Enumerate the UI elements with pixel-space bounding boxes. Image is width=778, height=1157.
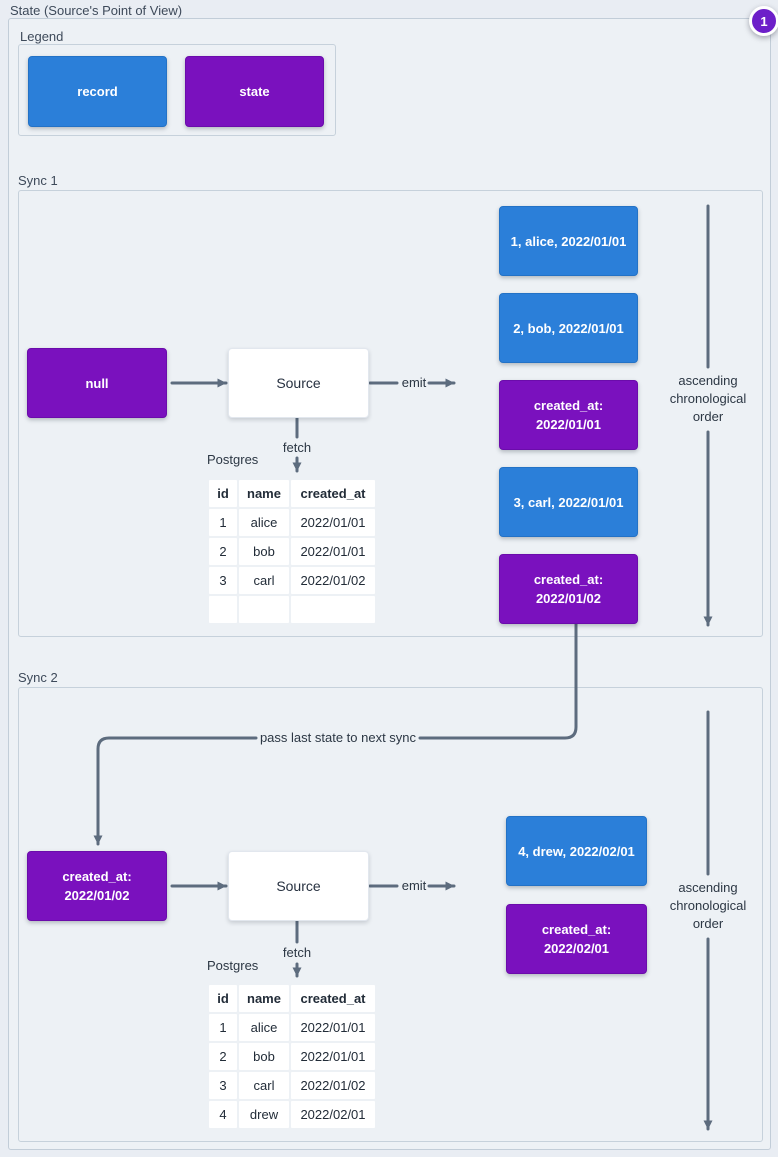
sync2-fetch-label: fetch <box>282 945 312 960</box>
table-cell: bob <box>239 1043 289 1070</box>
table-cell: 2022/01/01 <box>291 538 375 565</box>
table-cell <box>239 596 289 623</box>
sync2-emit-label: emit <box>401 878 427 893</box>
table-cell: 4 <box>209 1101 237 1128</box>
table-cell: drew <box>239 1101 289 1128</box>
legend-state-label: state <box>239 84 270 99</box>
sync2-db-label: Postgres <box>207 958 259 973</box>
sync1-source-box: Source <box>228 348 369 418</box>
legend-state-swatch: state <box>185 56 324 127</box>
sync1-label: Sync 1 <box>18 173 58 188</box>
table-header-cell: created_at <box>291 985 375 1012</box>
record-box: 3, carl, 2022/01/01 <box>499 467 638 537</box>
legend-record-label: record <box>77 84 118 99</box>
table-cell: 3 <box>209 1072 237 1099</box>
state-box-label: created_at: 2022/01/01 <box>533 398 604 432</box>
state-box-label: created_at: 2022/01/02 <box>533 572 604 606</box>
table-cell: 2 <box>209 1043 237 1070</box>
sync1-db-label: Postgres <box>207 452 259 467</box>
table-header-cell: id <box>209 985 237 1012</box>
legend-label: Legend <box>20 29 64 44</box>
sync1-fetch-label: fetch <box>282 440 312 455</box>
legend-box <box>18 44 336 136</box>
table-cell: 1 <box>209 1014 237 1041</box>
table-cell: 3 <box>209 567 237 594</box>
sync1-order-note: ascending chronological order <box>669 373 747 424</box>
table-cell: 2 <box>209 538 237 565</box>
table-header-cell: created_at <box>291 480 375 507</box>
record-box: 1, alice, 2022/01/01 <box>499 206 638 276</box>
sync2-source-label: Source <box>276 878 321 894</box>
state-box: created_at: 2022/01/02 <box>499 554 638 624</box>
record-box: 4, drew, 2022/02/01 <box>506 816 647 886</box>
table-cell: 2022/01/02 <box>291 1072 375 1099</box>
sync2-input-state-label: created_at: 2022/01/02 <box>62 869 132 903</box>
sync1-input-state-box: null <box>27 348 167 418</box>
table-header-cell: name <box>239 985 289 1012</box>
sync1-input-state-label: null <box>85 375 109 391</box>
state-box: created_at: 2022/01/01 <box>499 380 638 450</box>
table-cell: alice <box>239 509 289 536</box>
table-cell: 2022/01/01 <box>291 509 375 536</box>
table-header-cell: id <box>209 480 237 507</box>
sync1-emit-label: emit <box>401 375 427 390</box>
sync1-source-label: Source <box>276 375 321 391</box>
sync1-record-stack: 1, alice, 2022/01/01 2, bob, 2022/01/01 cr… <box>499 206 638 624</box>
table-cell: carl <box>239 567 289 594</box>
diagram-title: State (Source's Point of View) <box>10 3 183 18</box>
table-cell: alice <box>239 1014 289 1041</box>
record-box-label: 4, drew, 2022/02/01 <box>518 843 635 859</box>
sync2-input-state-box: created_at: 2022/01/02 <box>27 851 167 921</box>
table-cell <box>209 596 237 623</box>
table-row <box>209 596 375 623</box>
record-box-label: 3, carl, 2022/01/01 <box>513 494 624 510</box>
table-header-cell: name <box>239 480 289 507</box>
table-cell: 2022/01/01 <box>291 1014 375 1041</box>
sync2-label: Sync 2 <box>18 670 58 685</box>
table-cell: 2022/01/02 <box>291 567 375 594</box>
annotation-badge: 1 <box>749 6 778 36</box>
sync2-record-stack: 4, drew, 2022/02/01 created_at: 2022/02/0… <box>506 816 647 974</box>
table-cell: 2022/02/01 <box>291 1101 375 1128</box>
state-box: created_at: 2022/02/01 <box>506 904 647 974</box>
table-cell: 2022/01/01 <box>291 1043 375 1070</box>
table-cell: carl <box>239 1072 289 1099</box>
sync2-box <box>18 687 763 1142</box>
table-cell <box>291 596 375 623</box>
pass-state-label: pass last state to next sync <box>259 730 417 745</box>
state-box-label: created_at: 2022/02/01 <box>541 922 612 956</box>
sync2-source-box: Source <box>228 851 369 921</box>
table-cell: 1 <box>209 509 237 536</box>
record-box-label: 2, bob, 2022/01/01 <box>513 320 624 336</box>
record-box-label: 1, alice, 2022/01/01 <box>510 233 627 249</box>
record-box: 2, bob, 2022/01/01 <box>499 293 638 363</box>
sync1-box <box>18 190 763 637</box>
legend-record-swatch: record <box>28 56 167 127</box>
sync2-order-note: ascending chronological order <box>669 880 747 931</box>
table-cell: bob <box>239 538 289 565</box>
